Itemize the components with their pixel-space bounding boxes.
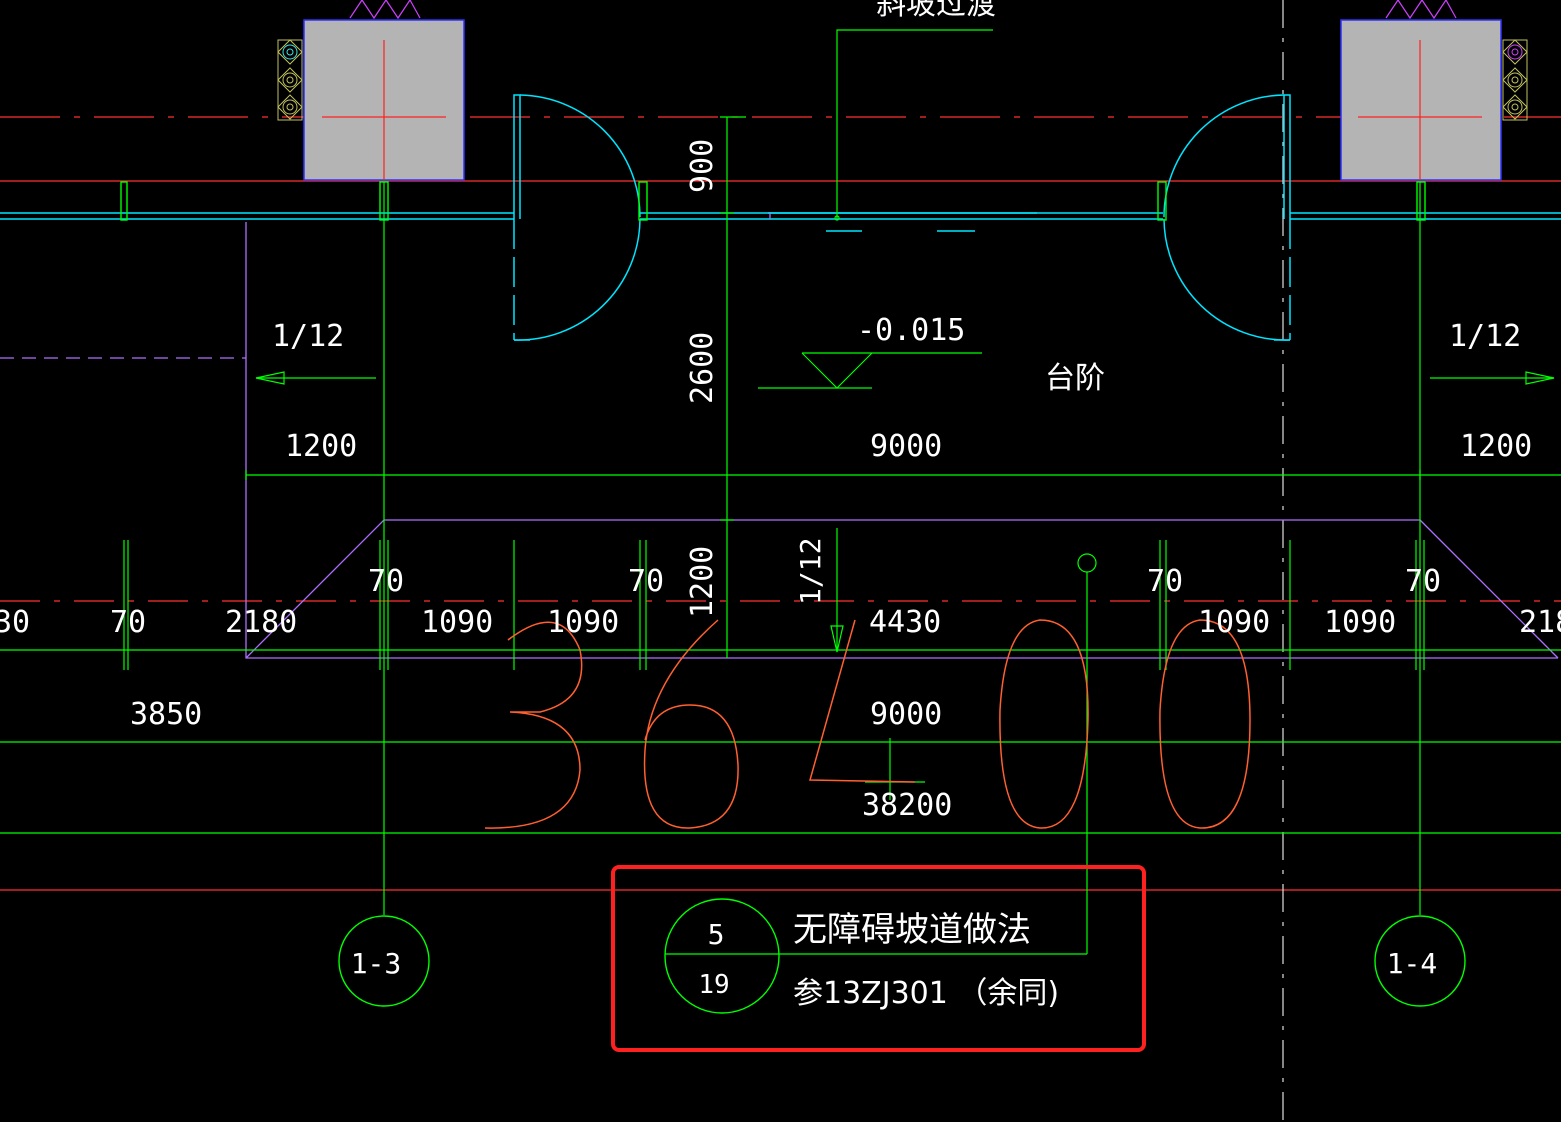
- dim-70-e: 70: [1405, 564, 1441, 599]
- dim-900: 900: [685, 139, 720, 193]
- slope-left-label: 1/12: [272, 319, 344, 354]
- dim-1200-left: 1200: [285, 429, 357, 464]
- dim-9000-top: 9000: [870, 429, 942, 464]
- dim-30-left: 30: [0, 605, 30, 640]
- dim-70-c: 70: [628, 564, 664, 599]
- rebar-symbols-left: [277, 39, 303, 121]
- column-right: [1340, 19, 1502, 181]
- detail-bubble: [664, 898, 780, 1014]
- elevation-label: -0.015: [857, 313, 965, 348]
- area-label: 台阶: [1045, 361, 1105, 396]
- highlight-box: [611, 865, 1146, 1052]
- slope-right-label: 1/12: [1449, 319, 1521, 354]
- dim-1090-b: 1090: [547, 605, 619, 640]
- axis-label-left: 1-3: [351, 947, 402, 980]
- slope-mid-label: 1/12: [794, 538, 827, 605]
- dim-1200-right: 1200: [1460, 429, 1532, 464]
- detail-title: 无障碍坡道做法: [793, 910, 1031, 950]
- text-labels: 斜坡过渡 -0.015 台阶 1/12 1/12 1/12 900 2600 1…: [0, 0, 1561, 823]
- big-number-36400: [484, 619, 1251, 829]
- dim-3850: 3850: [130, 697, 202, 732]
- dim-4430: 4430: [869, 605, 941, 640]
- dim-9000-bottom: 9000: [870, 697, 942, 732]
- detail-sheet: 19: [698, 970, 729, 1000]
- dim-70-b: 70: [368, 564, 404, 599]
- column-left: [303, 19, 465, 181]
- dim-1090-d: 1090: [1324, 605, 1396, 640]
- dim-1090-c: 1090: [1198, 605, 1270, 640]
- dim-1090-a: 1090: [421, 605, 493, 640]
- dim-2600: 2600: [685, 332, 720, 404]
- axis-bubble-right: 1-4: [1374, 915, 1466, 1007]
- dim-38200: 38200: [862, 788, 952, 823]
- axis-label-right: 1-4: [1387, 947, 1438, 980]
- detail-note: 参13ZJ301 （余同): [793, 976, 1059, 1011]
- hinge-markers: [120, 181, 1426, 221]
- dimension-lines: [0, 29, 1561, 955]
- dim-2180-right: 218: [1519, 605, 1561, 640]
- axis-bubble-left: 1-3: [338, 915, 430, 1007]
- axis-lines: [0, 116, 1561, 891]
- rebar-symbols-right: [1502, 39, 1528, 121]
- top-label: 斜坡过渡: [876, 0, 996, 22]
- dim-70-a: 70: [110, 605, 146, 640]
- wall-lines: [0, 94, 1561, 341]
- dim-70-d: 70: [1147, 564, 1183, 599]
- dim-1200-vertical: 1200: [685, 546, 720, 618]
- detail-number: 5: [708, 918, 725, 951]
- dim-2180-left: 2180: [225, 605, 297, 640]
- ramp-outline: [0, 213, 1559, 659]
- detail-reference[interactable]: 5 19 无障碍坡道做法 参13ZJ301 （余同): [611, 865, 1146, 1052]
